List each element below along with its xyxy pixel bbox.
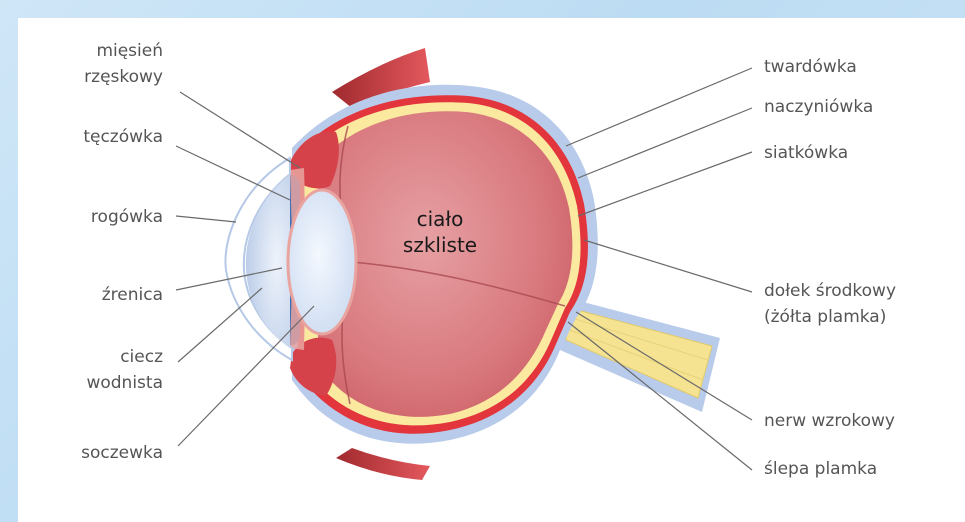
label-naczyniowka: naczyniówka: [764, 97, 873, 117]
label-cialo-line2: szkliste: [403, 233, 477, 257]
label-slepa: ślepa plamka: [764, 459, 877, 479]
extraocular-muscle-bottom: [336, 448, 430, 480]
leader-dolek: [584, 240, 752, 292]
label-nerw: nerw wzrokowy: [764, 411, 895, 431]
label-miesien-line1: mięsień: [96, 41, 163, 61]
label-dolek-line2: (żółta plamka): [764, 307, 886, 327]
label-ciecz-line2: wodnista: [86, 373, 163, 393]
label-zrenica: źrenica: [102, 285, 163, 305]
label-cialo-line1: ciało: [417, 207, 464, 231]
label-siatkowka: siatkówka: [764, 143, 848, 163]
leader-twardowka: [566, 68, 752, 146]
leader-rogowka: [176, 216, 236, 222]
leader-ciecz: [178, 288, 262, 362]
label-ciecz-line1: ciecz: [120, 347, 163, 367]
label-rogowka: rogówka: [91, 207, 163, 227]
label-miesien-line2: rzęskowy: [84, 67, 163, 87]
lens: [288, 190, 356, 334]
label-twardowka: twardówka: [764, 57, 857, 77]
label-dolek-line1: dołek środkowy: [764, 281, 896, 301]
leader-naczyniowka: [578, 108, 752, 178]
label-soczewka: soczewka: [81, 443, 163, 463]
leader-siatkowka: [578, 152, 752, 216]
label-teczowka: tęczówka: [83, 127, 163, 147]
